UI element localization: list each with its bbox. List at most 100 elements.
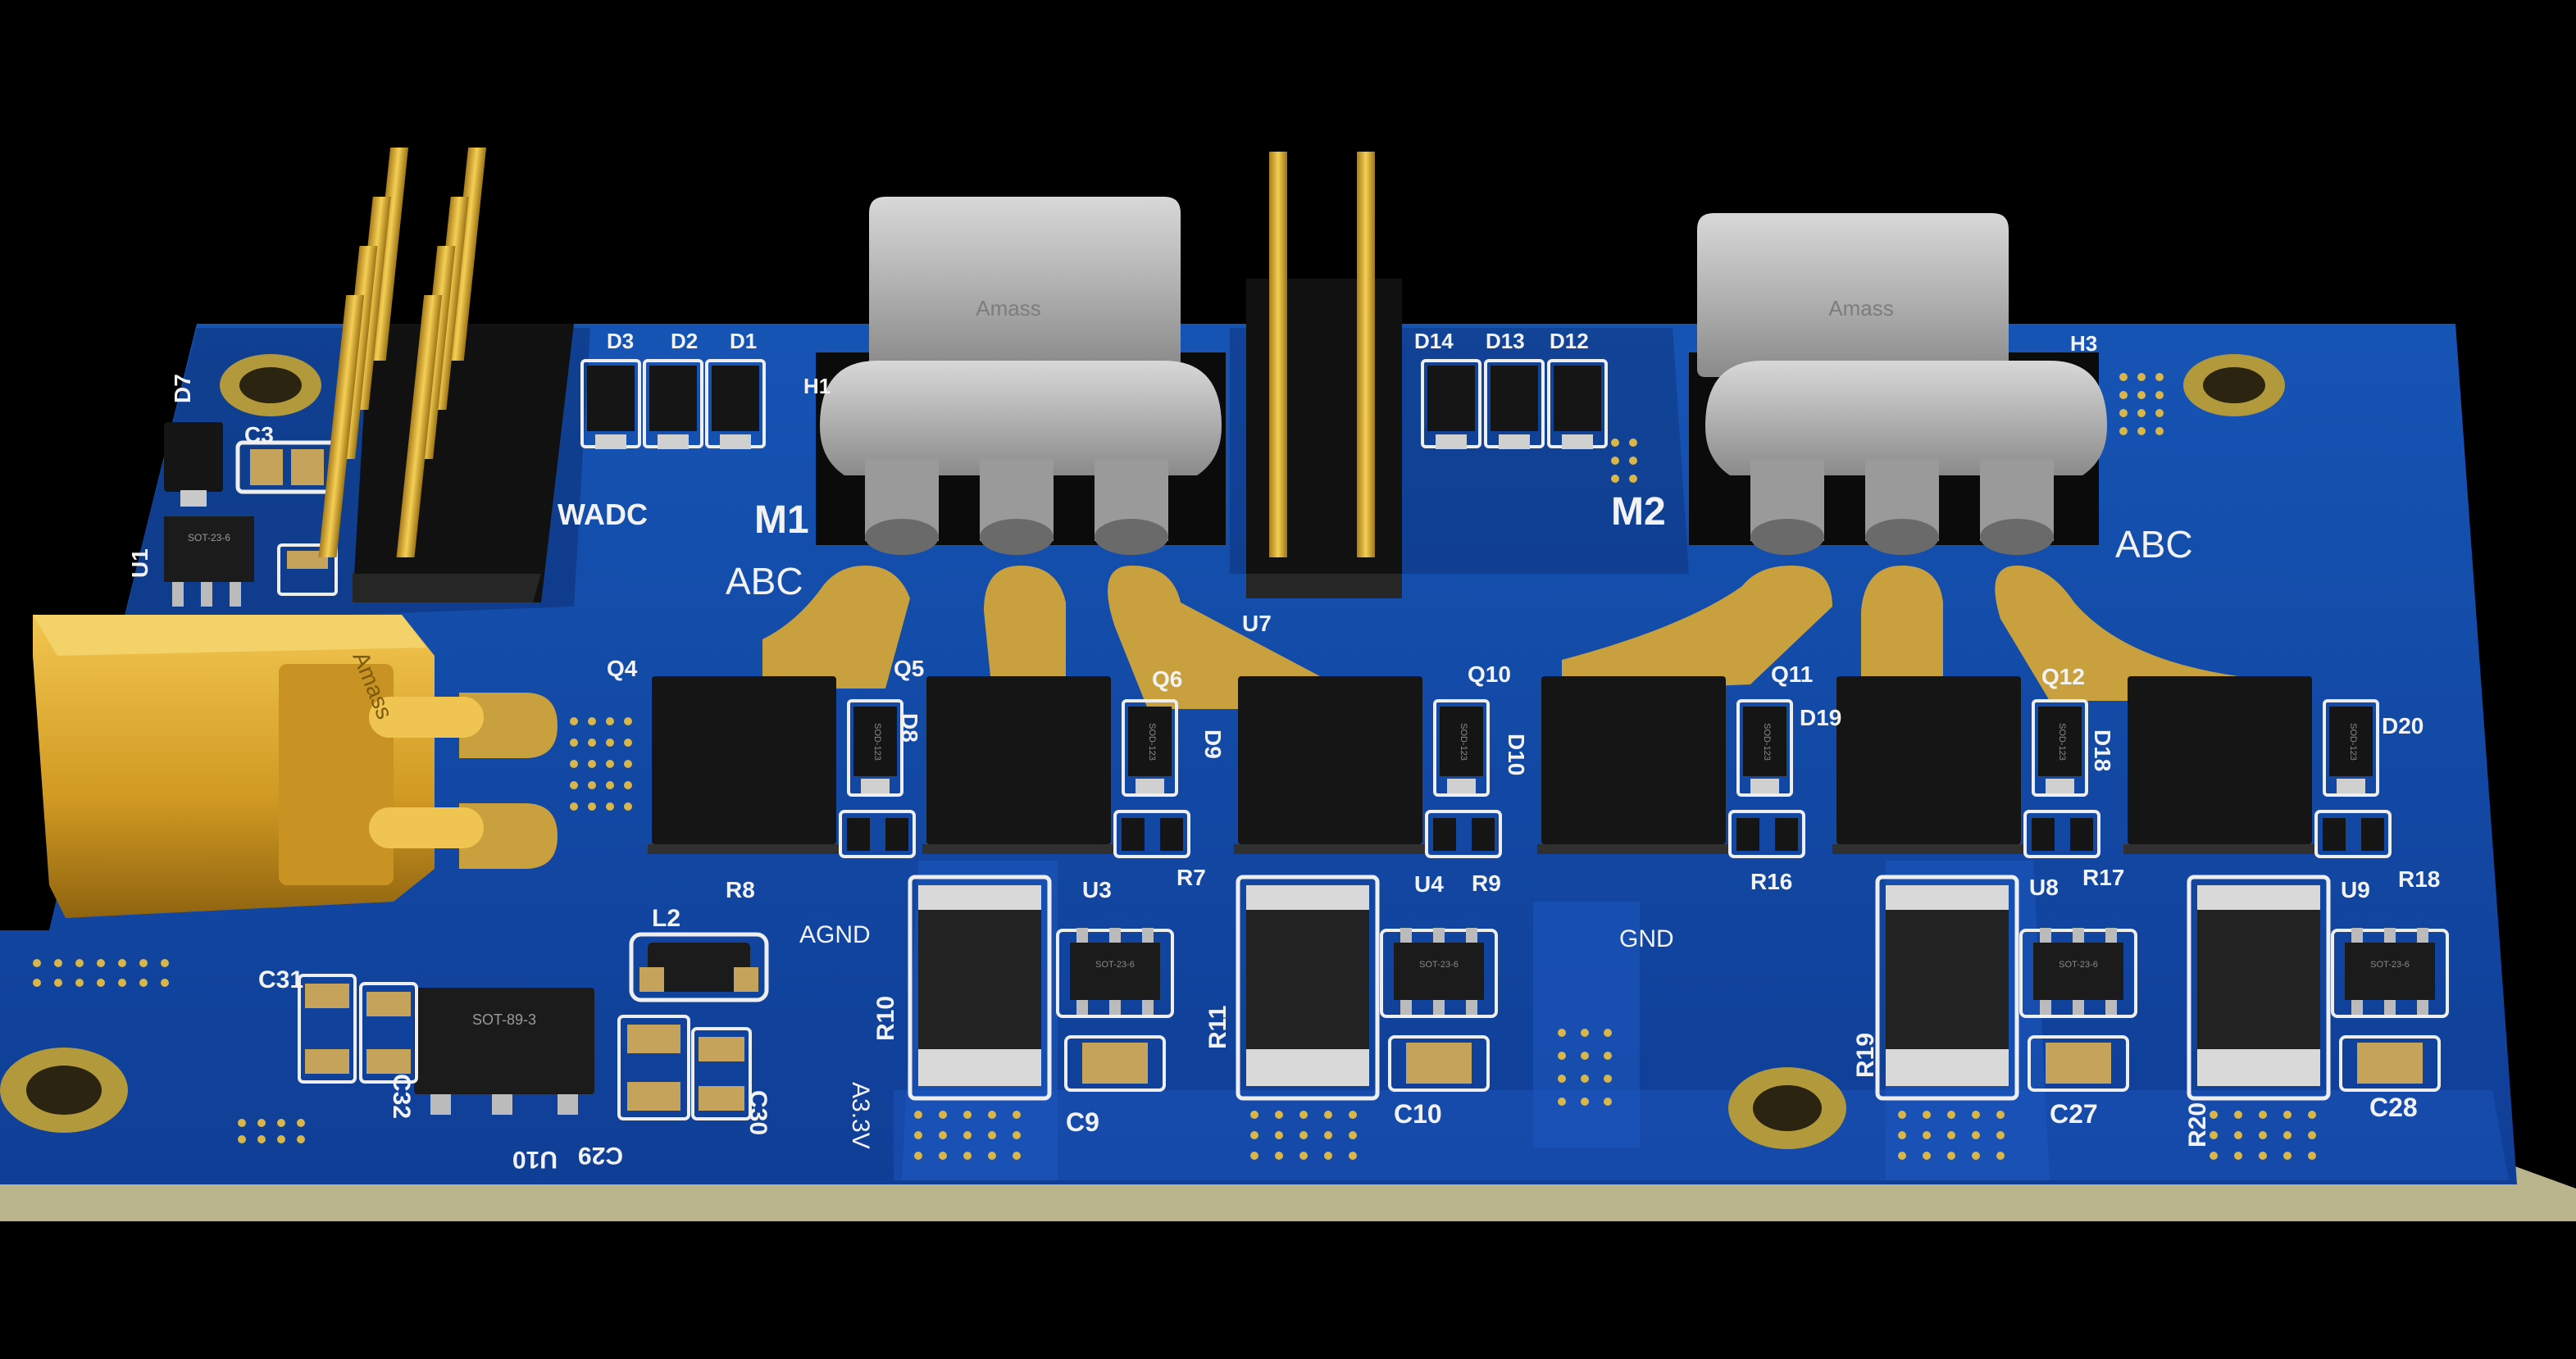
mosfet-tab [1537,844,1730,854]
via [1947,1131,1955,1139]
via [1947,1152,1955,1160]
via [2283,1111,2292,1119]
via [939,1131,947,1139]
mosfet [1541,676,1726,844]
via [1581,1075,1589,1083]
label-q10: Q10 [1468,661,1511,687]
via [2283,1131,2292,1139]
via [1604,1052,1612,1060]
via [1299,1111,1308,1119]
resistor-pad [2032,818,2055,851]
shunt-body [918,910,1041,1049]
shunt-terminal [1886,885,2009,910]
via [2155,409,2164,417]
diode-outline [1736,699,1793,797]
via [2234,1131,2242,1139]
via [118,979,126,987]
pin-header-u7 [1246,152,1402,598]
package-label: SOD-123 [872,723,882,761]
via [624,760,632,768]
via [2137,427,2146,435]
package-label: SOD-123 [2348,723,2358,761]
capacitor-body [1406,1043,1472,1084]
package-label: SOT-23-6 [1419,960,1459,970]
capacitor-outline [2028,1035,2129,1092]
label-d2: D2 [671,329,698,353]
via [1972,1111,1980,1119]
via [1611,439,1619,447]
driver-pin [2384,1000,2396,1015]
label-r17: R17 [2082,865,2124,890]
via [1299,1152,1308,1160]
xt-pad-upper [459,693,558,758]
diode-body [853,707,897,776]
via [97,959,105,967]
driver-pin [1400,1000,1412,1015]
gnd-strip [1533,902,1640,1148]
via [1972,1152,1980,1160]
via [1581,1029,1589,1037]
capacitor-group-left [298,974,752,1120]
via [588,717,596,725]
driver-pin [1109,1000,1121,1015]
label-d1: D1 [730,329,757,353]
xt30-connector: Amass [33,615,484,918]
label-d10: D10 [1504,734,1529,775]
via [2119,373,2128,381]
trace-m2-c [1995,566,2238,701]
label-r20: R20 [2184,1102,2211,1148]
via [1349,1111,1357,1119]
label-h3: H3 [2070,331,2097,356]
shunt-terminal [918,885,1041,910]
diode-outline [1433,699,1490,797]
via [570,739,578,747]
via [963,1152,972,1160]
phase-label-right: ABC [2115,523,2193,566]
driver-pin [1142,1000,1154,1015]
motor-connector-m1: Amass [816,197,1226,555]
via [914,1152,922,1160]
package-label: SOT-23-6 [188,532,230,543]
via [2259,1111,2267,1119]
shunt-outline [908,875,1052,1101]
label-r11: R11 [1204,1006,1231,1049]
package-label: SOT-23-6 [2370,960,2410,970]
label-u1: U1 [127,548,152,578]
via [2155,391,2164,399]
via [2119,391,2128,399]
net-label-a33v: A3.3V [847,1082,874,1149]
shunt-outline [1875,875,2019,1101]
driver-pin [1466,928,1477,943]
resistor-pad [1736,818,1759,851]
capacitor-pad [287,551,328,569]
via [2137,409,2146,417]
diode-body [2329,707,2373,776]
via [1275,1131,1283,1139]
via [1250,1131,1258,1139]
diode-d7 [164,422,223,507]
via [1581,1052,1589,1060]
via [606,802,614,811]
via [1629,457,1637,465]
via [914,1131,922,1139]
diode-body [1128,707,1172,776]
via [1324,1152,1332,1160]
motor-label-m1: M1 [754,498,809,542]
driver-body [1394,943,1484,1000]
via [2137,391,2146,399]
driver-pin [2073,1000,2084,1015]
trace-m2-a [1562,566,1832,693]
via [1972,1131,1980,1139]
bottom-strip [894,1090,2509,1180]
via [1558,1029,1566,1037]
via [588,802,596,811]
via [1013,1131,1021,1139]
mount-hole [26,1066,102,1115]
diode-body [2038,707,2082,776]
shunt-terminal [2197,1049,2320,1086]
via [161,979,169,987]
diode-lead [1750,779,1779,793]
driver-body [2033,943,2123,1000]
package-label: SOD-123 [1762,723,1772,761]
shunt-body [2197,910,2320,1049]
